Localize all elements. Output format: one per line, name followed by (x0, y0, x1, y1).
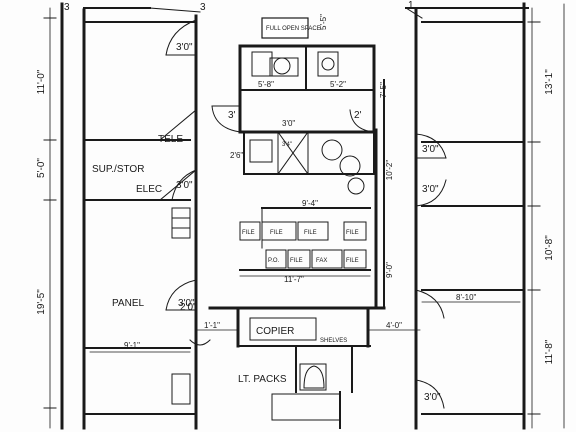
door-label-5: 2' (354, 110, 362, 121)
core-width-11: 11'-7" (284, 275, 304, 284)
small-label-3-4: 3'4" (282, 142, 292, 148)
counter-file-3: FILE (304, 230, 317, 236)
dim-9-1: 9'-1" (124, 341, 140, 350)
door-label-2: 3'0" (176, 180, 193, 191)
lower-core (271, 345, 353, 429)
left-outer-wall (49, 2, 86, 430)
left-closet-shelves (171, 207, 191, 405)
core-width-dim: 9'-4" (302, 199, 318, 208)
right-offices (414, 2, 533, 430)
left-dim-3: 19'-5" (36, 289, 47, 315)
room-shelves: SHELVES (320, 338, 347, 344)
right-dim-1: 13'-1" (544, 69, 555, 95)
door-label-4: 3' (228, 110, 236, 121)
left-dimension-ticks (43, 17, 57, 409)
right-dimension-ticks (527, 3, 565, 429)
right-dim-3: 11'-8" (544, 339, 555, 364)
left-dim-2: 5'-0" (36, 158, 47, 178)
room-copier: COPIER (256, 326, 294, 337)
unknown-label: FULL OPEN SPACE (266, 26, 321, 32)
left-dim-1: 11'-0" (36, 69, 47, 94)
counter-file-4: FILE (346, 230, 359, 236)
room-tele: TELE (158, 134, 183, 145)
room-lt-packs: LT. PACKS (238, 374, 287, 385)
left-offices (83, 14, 198, 430)
counter-file-1: FILE (242, 230, 255, 236)
counter-po: P.O. (268, 258, 280, 264)
core-height-dim: 10'-2" (385, 160, 394, 181)
top-door-dim: 3 (200, 2, 206, 13)
left-door-swings (165, 19, 211, 346)
top-walls (83, 7, 529, 19)
door-label-8: 3'0" (424, 392, 441, 403)
door-label-1: 3'0" (176, 42, 193, 53)
restroom-right-dim: 5'-2" (330, 80, 346, 89)
dim-1-1: 1'-1" (204, 321, 220, 330)
room-panel: PANEL (112, 298, 144, 309)
counter-file-6: FILE (346, 258, 359, 264)
door-label-6: 3'0" (422, 144, 439, 155)
room-elec: ELEC (136, 184, 162, 195)
small-dim-a: 3'0" (282, 119, 295, 128)
door-label-7: 3'0" (422, 184, 439, 195)
room-sup-stor: SUP./STOR (92, 164, 144, 175)
top-right-dim: 1 (408, 0, 414, 11)
copier-room (208, 306, 386, 348)
counter-file-5: FILE (290, 258, 303, 264)
core-height-9: 9'-0" (385, 262, 394, 278)
right-dim-2: 10'-8" (544, 235, 555, 261)
utility-closet (243, 131, 375, 175)
small-dim-b: 2'6" (230, 151, 243, 160)
counter-area (239, 207, 371, 271)
dim-4-0: 4'-0" (386, 321, 402, 330)
right-dim-8-10: 8'-10" (456, 293, 477, 302)
unknown-label-box (261, 17, 309, 39)
right-door-swings (415, 133, 447, 409)
counter-fax: FAX (316, 258, 327, 264)
door-label-3: 3'0" (178, 298, 195, 309)
counter-file-2: FILE (270, 230, 283, 236)
door-label-9: 2'0" (180, 302, 197, 313)
top-dim-5-5: 5'-5" (319, 14, 328, 30)
restroom-left-dim: 5'-8" (258, 80, 274, 89)
table-and-chairs (321, 139, 365, 195)
top-left-dim: 3 (64, 2, 70, 13)
